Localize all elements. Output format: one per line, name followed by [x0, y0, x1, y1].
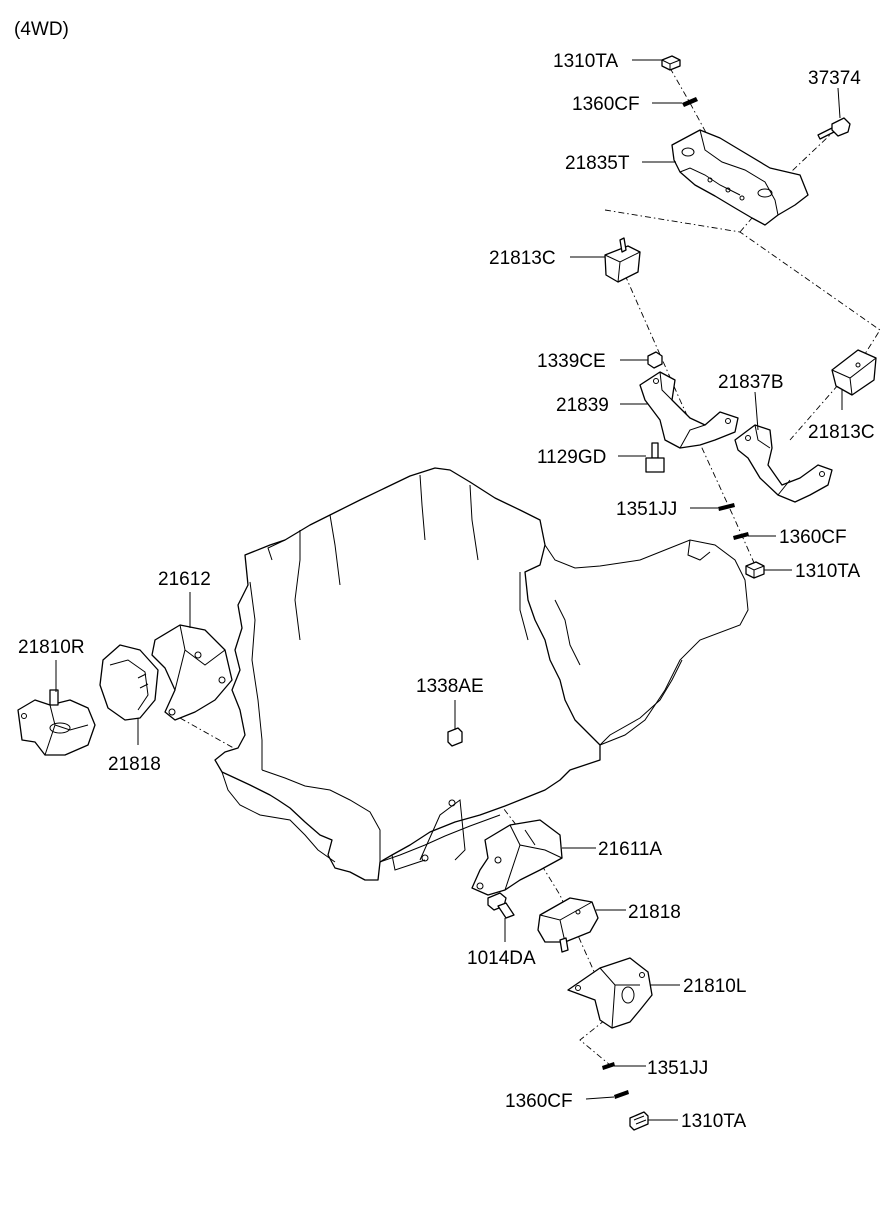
insulator-21818-right — [537, 897, 599, 953]
engine-block — [214, 467, 749, 881]
label-1310ta-bot: 1310TA — [681, 1111, 746, 1132]
label-21835t: 21835T — [565, 153, 630, 174]
bracket-21810l — [567, 957, 653, 1029]
label-21810l: 21810L — [683, 976, 746, 997]
nut-1310ta-top — [661, 55, 681, 71]
washer-1351jj-bot — [602, 1062, 615, 1070]
label-1310ta-top: 1310TA — [553, 51, 618, 72]
washer-1351jj-mid — [718, 503, 735, 511]
label-1339ce: 1339CE — [537, 351, 606, 372]
nut-1339ce — [647, 351, 663, 369]
label-21612: 21612 — [158, 569, 211, 590]
label-21837b: 21837B — [718, 372, 784, 393]
label-21611a: 21611A — [598, 839, 662, 860]
label-1310ta-mid: 1310TA — [795, 561, 860, 582]
bracket-21611a — [471, 819, 563, 896]
part-labels: 1310TA 1360CF 37374 21835T 21813C 1339CE… — [18, 51, 875, 1132]
label-1360cf-top: 1360CF — [572, 94, 640, 115]
label-1351jj-bot: 1351JJ — [647, 1058, 708, 1079]
label-1129gd: 1129GD — [537, 447, 606, 468]
insulator-21818-left — [99, 644, 159, 721]
label-21813c-top: 21813C — [489, 248, 556, 269]
label-37374: 37374 — [808, 68, 861, 89]
nut-1338ae — [447, 727, 463, 747]
nut-1310ta-bot — [629, 1111, 649, 1131]
label-1338ae: 1338AE — [416, 676, 484, 697]
label-21818-left: 21818 — [108, 754, 161, 775]
label-1360cf-bot: 1360CF — [505, 1091, 573, 1112]
nut-1310ta-mid — [745, 561, 765, 579]
bolt-1014da — [487, 892, 515, 919]
variant-label: (4WD) — [14, 19, 69, 40]
washer-1360cf-mid — [733, 532, 749, 540]
washer-1360cf-top — [682, 97, 698, 107]
label-21839: 21839 — [556, 395, 609, 416]
mount-21813c-right — [831, 349, 877, 396]
mount-21813c-top — [604, 237, 641, 283]
label-21818-right: 21818 — [628, 902, 681, 923]
label-1360cf-mid: 1360CF — [779, 527, 847, 548]
washer-1360cf-bot — [614, 1090, 629, 1099]
bolt-1129gd — [645, 442, 665, 473]
leader-lines — [55, 59, 843, 1121]
label-21813c-right: 21813C — [808, 422, 875, 443]
bracket-21837b — [734, 424, 833, 503]
bracket-21810r — [17, 689, 96, 756]
bracket-21612 — [151, 624, 233, 721]
label-1014da: 1014DA — [467, 948, 536, 969]
label-1351jj-mid: 1351JJ — [616, 499, 677, 520]
bracket-21839 — [639, 371, 739, 449]
bolt-37374 — [817, 117, 851, 140]
label-21810r: 21810R — [18, 637, 85, 658]
bracket-21835t — [671, 129, 809, 226]
